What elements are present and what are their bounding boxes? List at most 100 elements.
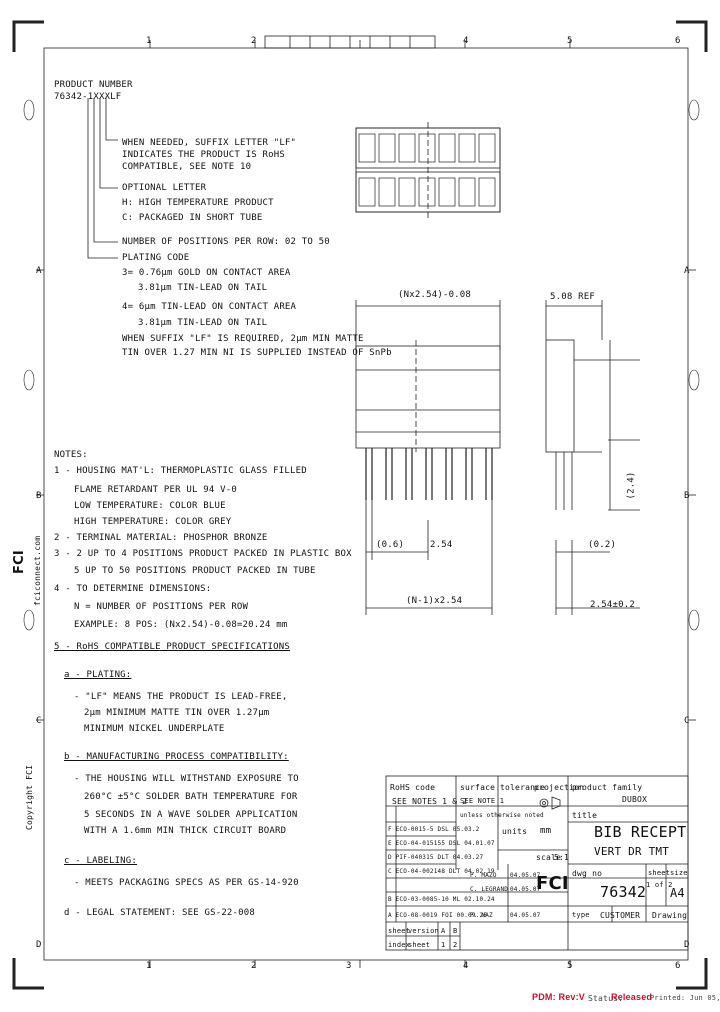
- approval-name: C. LEGRAND: [470, 886, 509, 893]
- title-line1: BIB RECEPT: [594, 823, 687, 841]
- projection-label: projection: [534, 783, 585, 792]
- col-marker-5: 5: [567, 36, 573, 46]
- notes-heading: NOTES:: [54, 450, 88, 460]
- drawing-label: Drawing: [652, 911, 688, 920]
- row-marker-d: D: [36, 940, 42, 950]
- tolerance-value: unless otherwise noted: [460, 812, 544, 819]
- revision-row: E ECO-04-015155 DSL 04.01.07: [388, 840, 495, 847]
- index-row-cell: sheet: [408, 941, 431, 949]
- note-line: 3 - 2 UP TO 4 POSITIONS PRODUCT PACKED I…: [54, 549, 352, 559]
- scale-value: 5:1: [554, 853, 570, 862]
- tolerance-label: tolerance: [500, 783, 546, 792]
- row-marker-c-right: C: [684, 716, 690, 726]
- units-value: mm: [540, 826, 552, 836]
- note-line: - MEETS PACKAGING SPECS AS PER GS-14-920: [74, 878, 299, 888]
- index-row-cell: 2: [453, 941, 458, 949]
- product-line: 3.81μm TIN-LEAD ON TAIL: [138, 283, 268, 293]
- type-value: CUSTOMER: [600, 911, 641, 920]
- dim-side-small: (0.2): [588, 540, 617, 550]
- dim-row-span: (N-1)x2.54: [406, 596, 463, 606]
- row-marker-c: C: [36, 716, 42, 726]
- approval-date: 04.05.07: [510, 872, 541, 879]
- note-line: WITH A 1.6mm MIN THICK CIRCUIT BOARD: [84, 826, 287, 836]
- product-line: NUMBER OF POSITIONS PER ROW: 02 TO 50: [122, 237, 330, 247]
- row-marker-a: A: [36, 266, 42, 276]
- note-line: 4 - TO DETERMINE DIMENSIONS:: [54, 584, 212, 594]
- status-value: Released: [611, 992, 653, 1002]
- product-line: TIN OVER 1.27 MIN NI IS SUPPLIED INSTEAD…: [122, 348, 392, 358]
- note-line: c - LABELING:: [64, 856, 138, 866]
- col-marker-5-bottom: 5: [567, 961, 573, 971]
- col-marker-4: 4: [463, 36, 469, 46]
- col-marker-1: 1: [146, 36, 152, 46]
- size-label: size: [670, 869, 688, 877]
- note-line: 5 - RoHS COMPATIBLE PRODUCT SPECIFICATIO…: [54, 642, 290, 652]
- note-line: FLAME RETARDANT PER UL 94 V-0: [74, 485, 237, 495]
- revision-row: A ECO-08-0019 FOI 00.09.26: [388, 912, 488, 919]
- row-marker-b: B: [36, 491, 42, 501]
- printed-date: Printed: Jun 05, 2009: [650, 994, 720, 1002]
- note-line: d - LEGAL STATEMENT: SEE GS-22-008: [64, 908, 256, 918]
- col-marker-6: 6: [675, 36, 681, 46]
- sheet-row-cell: version: [408, 927, 439, 935]
- dim-side-vertical: (2.4): [626, 471, 637, 500]
- size-value: A4: [670, 886, 685, 900]
- dim-pitch: 2.54: [430, 540, 453, 550]
- col-marker-3-bottom: 3: [346, 961, 352, 971]
- product-line: 3= 0.76μm GOLD ON CONTACT AREA: [122, 268, 291, 278]
- units-label: units: [502, 827, 528, 836]
- sheet-row-cell: B: [453, 927, 458, 935]
- note-line: 5 SECONDS IN A WAVE SOLDER APPLICATION: [84, 810, 298, 820]
- product-line: H: HIGH TEMPERATURE PRODUCT: [122, 198, 274, 208]
- dim-side-width: 5.08 REF: [550, 292, 595, 302]
- row-marker-b-right: B: [684, 491, 690, 501]
- product-line: 3.81μm TIN-LEAD ON TAIL: [138, 318, 268, 328]
- note-line: LOW TEMPERATURE: COLOR BLUE: [74, 501, 226, 511]
- note-line: 260°C ±5°C SOLDER BATH TEMPERATURE FOR: [84, 792, 298, 802]
- note-line: 2 - TERMINAL MATERIAL: PHOSPHOR BRONZE: [54, 533, 268, 543]
- scale-label: scale: [536, 853, 562, 862]
- revision-row: B ECO-03-0085-10 ML 02.10.24: [388, 896, 495, 903]
- surface-value: SEE NOTE 1: [460, 797, 505, 805]
- product-line: PLATING CODE: [122, 253, 190, 263]
- product-line: INDICATES THE PRODUCT IS RoHS: [122, 150, 285, 160]
- col-marker-6-bottom: 6: [675, 961, 681, 971]
- col-marker-1-bottom: 1: [146, 961, 152, 971]
- pdm-revision: PDM: Rev:V: [532, 992, 586, 1002]
- note-line: HIGH TEMPERATURE: COLOR GREY: [74, 517, 232, 527]
- row-marker-d-right: D: [684, 940, 690, 950]
- side-logo-fci: FCI: [12, 550, 27, 574]
- col-marker-2-bottom: 2: [251, 961, 257, 971]
- col-marker-2: 2: [251, 36, 257, 46]
- product-line: WHEN NEEDED, SUFFIX LETTER "LF": [122, 138, 297, 148]
- surface-label: surface: [460, 783, 496, 792]
- product-number: 76342-1XXXLF: [54, 92, 122, 102]
- index-row-cell: index: [388, 941, 411, 949]
- index-row-cell: 1: [441, 941, 446, 949]
- note-line: MINIMUM NICKEL UNDERPLATE: [84, 724, 225, 734]
- title-line2: VERT DR TMT: [594, 845, 670, 858]
- side-copyright: Copyright FCI: [25, 764, 34, 830]
- approval-name: P. MAZO: [470, 872, 497, 879]
- side-logo-url: fciconnect.com: [33, 535, 42, 606]
- revision-row: C ECO-04-002148 DLT 04.02.19: [388, 868, 495, 875]
- dwg-number: 76342: [600, 883, 647, 901]
- approval-date: 04.05.07: [510, 886, 541, 893]
- note-line: 5 UP TO 50 POSITIONS PRODUCT PACKED IN T…: [74, 566, 316, 576]
- product-family-label: product family: [572, 783, 643, 792]
- note-line: - THE HOUSING WILL WITHSTAND EXPOSURE TO: [74, 774, 299, 784]
- note-line: EXAMPLE: 8 POS: (Nx2.54)-0.08=20.24 mm: [74, 620, 288, 630]
- note-line: - "LF" MEANS THE PRODUCT IS LEAD-FREE,: [74, 692, 288, 702]
- rohs-value: SEE NOTES 1 & 2: [392, 797, 468, 806]
- dim-side-pitch: 2.54±0.2: [590, 600, 635, 610]
- fci-logo: FCI: [536, 873, 569, 894]
- product-line: OPTIONAL LETTER: [122, 183, 207, 193]
- note-line: 1 - HOUSING MAT'L: THERMOPLASTIC GLASS F…: [54, 466, 307, 476]
- approval-date: 04.05.07: [510, 912, 541, 919]
- product-line: COMPATIBLE, SEE NOTE 10: [122, 162, 252, 172]
- approval-name: P. NAZ: [470, 912, 493, 919]
- title-label: title: [572, 811, 598, 820]
- product-line: 4= 6μm TIN-LEAD ON CONTACT AREA: [122, 302, 297, 312]
- revision-row: F ECO-0015-5 DSL 05.03.2: [388, 826, 480, 833]
